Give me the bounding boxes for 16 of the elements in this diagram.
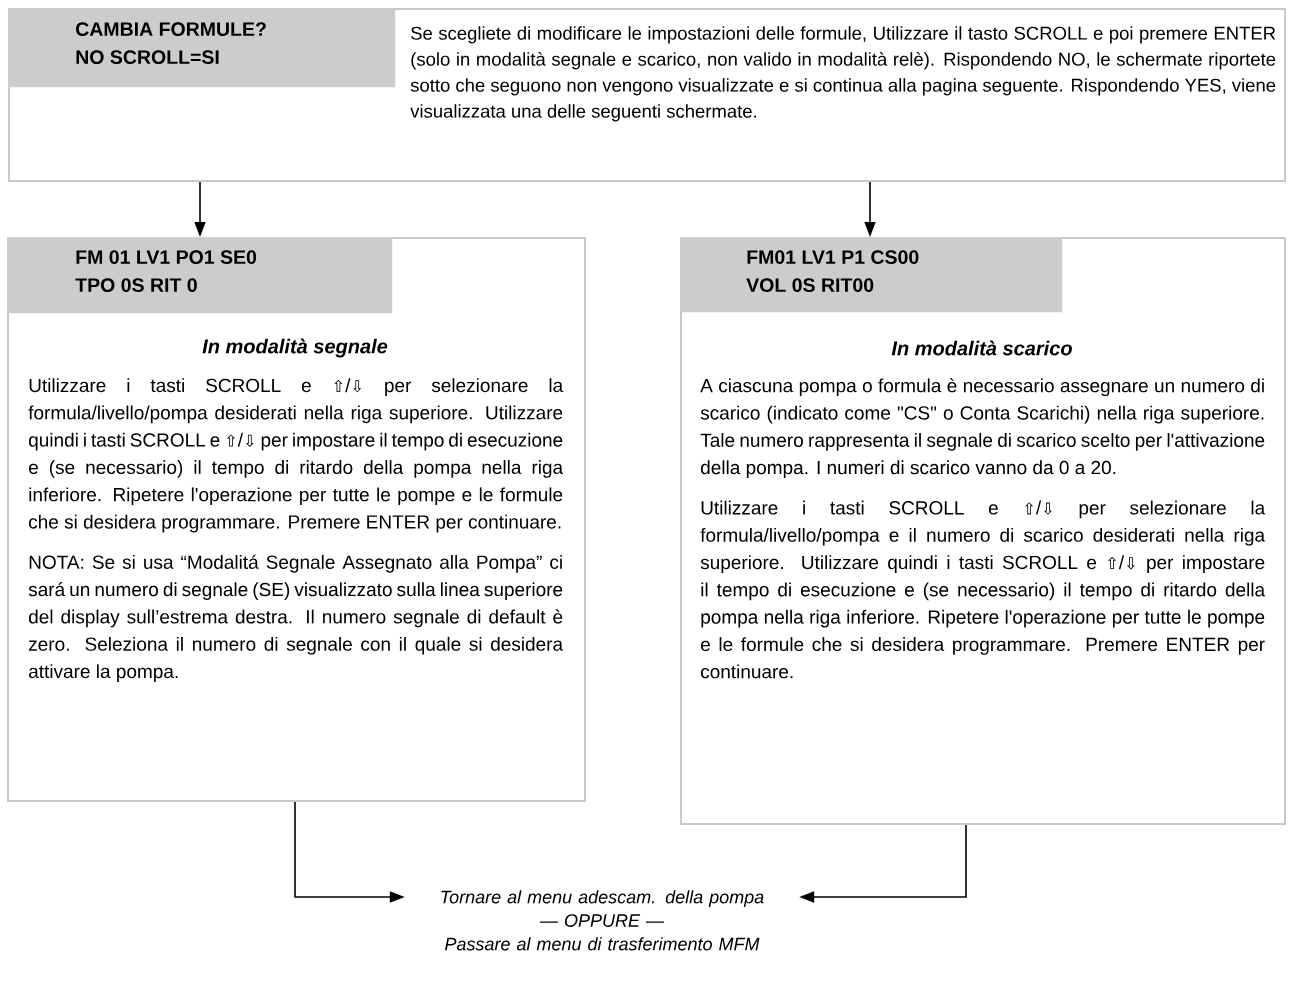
note-text: Tornare al menu adescam. della pompa <box>441 890 764 907</box>
panel-title: In modalità segnale <box>202 338 388 358</box>
paragraph: NOTA: Se si usa “Modalitá Segnale Assegnato alla Pompa” ci sará un numero di segnale (SE) visualizzato sulla linea superiore del display sull’estrema destra. Il numero segnale di default è zero. Seleziona il numero di segnale con il quale si desidera attivare la pompa. <box>28 554 564 682</box>
display-text: VOL 0S RIT00 <box>746 278 874 292</box>
paragraph: A ciascuna pompa o formula è necessario assegnare un numero di scarico (indicato come "CS" o Conta Scarichi) nella riga superiore. Tale numero rappresenta il segnale di scarico scelto per l'attivazione della pompa. I numeri di scarico vanno da 0 a 20. <box>700 378 1265 478</box>
display-text: NO SCROLL=SI <box>76 50 219 64</box>
panel-title: In modalità scarico <box>891 340 1072 356</box>
display-text: FM 01 LV1 PO1 SE0 <box>76 250 257 264</box>
note-text: Passare al menu di trasferimento MFM <box>445 937 760 951</box>
paragraph: Se scegliete di modificare le impostazioni delle formule, Utilizzare il tasto SCROLL e poi premere ENTER (solo in modalità segnale e scarico, non valido in modalità relè). Rispondendo NO, le schermate riportete sotto che seguono non vengono visualizzate e si continua alla pagina seguente. Rispondendo YES, viene visualizzata una delle seguenti schermate. <box>410 26 1276 122</box>
note-text: — OPPURE — <box>539 914 665 927</box>
display-text: TPO 0S RIT 0 <box>75 278 197 292</box>
display-text: FM01 LV1 P1 CS00 <box>747 250 919 264</box>
paragraph: Utilizzare i tasti SCROLL e ⇧/⇩ per selezionare la formula/livello/pompa desiderati nella riga superiore. Utilizzare quindi i tasti SCROLL e ⇧/⇩ per impostare il tempo di esecuzione e (se necessario) il tempo di ritardo della pompa nella riga inferiore. Ripetere l'operazione per tutte le pompe e le formule che si desidera programmare. Premere ENTER per continuare. <box>28 378 564 533</box>
paragraph: Utilizzare i tasti SCROLL e ⇧/⇩ per selezionare la formula/livello/pompa e il numero di scarico desiderati nella riga superiore. Utilizzare quindi i tasti SCROLL e ⇧/⇩ per impostare il tempo di esecuzione e (se necessario) il tempo di ritardo della pompa nella riga inferiore. Ripetere l'operazione per tutte le pompe e le formule che si desidera programmare. Premere ENTER per continuare. <box>700 500 1266 679</box>
display-text: CAMBIA FORMULE? <box>76 22 266 36</box>
